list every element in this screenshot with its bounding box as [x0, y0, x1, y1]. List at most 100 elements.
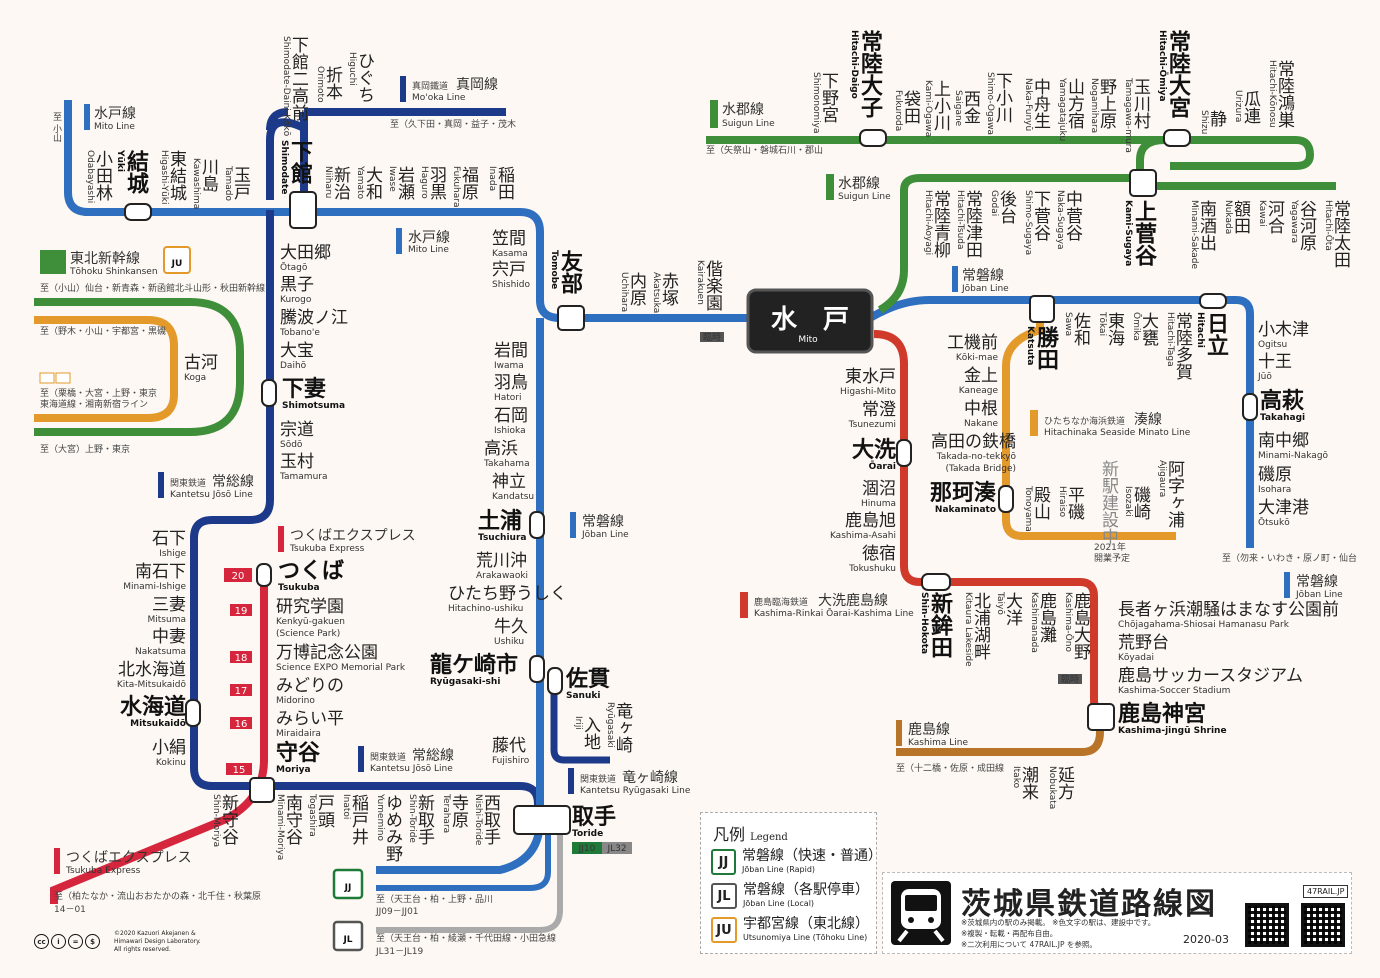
station-marker-moriya: [249, 777, 275, 803]
station-oarai-jp: 大洗: [852, 437, 896, 463]
label-tx-2-en: Tsukuba Express: [65, 866, 141, 876]
station-godai-en: Godai: [989, 190, 999, 216]
station-katsuta-en: Katsuta: [1025, 326, 1035, 366]
station-tonoyama-en: Tonoyama: [1023, 485, 1033, 532]
title-notes: ※茨城県内の駅のみ掲載。 ※色文字の駅は、建設中です。 ※複製・転載・再配布自由…: [961, 918, 1156, 949]
station-shimosugaya-jp: 下菅谷: [1030, 190, 1051, 241]
station-iwama-en: Iwama: [494, 361, 524, 371]
station-ajigaura-jp: 阿字ヶ浦: [1164, 460, 1185, 529]
legend-item-jl: JL 常磐線（各駅停車）Jōban Line (Local): [711, 883, 869, 911]
svg-text:18: 18: [235, 653, 248, 664]
qr-code-icon[interactable]: [1245, 903, 1289, 947]
station-otsuko-en: Ōtsukō: [1258, 517, 1290, 528]
station-kasama-en: Kasama: [492, 249, 528, 259]
station-iwase-en: Iwase: [387, 166, 397, 192]
station-ryugasakishi-jp: 龍ケ崎市: [430, 652, 518, 678]
station-tamagawamura-jp: 玉川村: [1130, 78, 1151, 129]
station-ryugasaki-jp: 竜ヶ崎: [612, 702, 633, 753]
station-noganbara-jp: 野上原: [1096, 78, 1117, 129]
station-marker-hitachidaigo: [859, 129, 887, 147]
station-hitachinoushiku-jp: ひたち野うしく: [448, 584, 567, 604]
legend-badge-jl: JL: [711, 883, 737, 909]
station-inada-en: Inada: [487, 166, 497, 191]
station-hitachiomiya-jp: 常陸大宮: [1165, 29, 1191, 118]
dir-utsunomiya-2b: 東海道線・湘南新宿ライン: [40, 398, 148, 410]
station-tsunezumi-jp: 常澄: [862, 400, 896, 420]
station-kawashima-en: Kawashima: [191, 158, 201, 209]
station-takahama-en: Takahama: [483, 459, 530, 469]
label-joso-en: Kantetsu Jōsō Line: [170, 490, 253, 500]
station-kokinu-en: Kokinu: [156, 758, 186, 768]
station-nobukata-en: Nobukata: [1047, 766, 1057, 809]
mito-line-west: [64, 100, 760, 322]
label-tx-1-en: Tsukuba Express: [289, 544, 365, 554]
dir-mito-west: 至 小山: [51, 112, 62, 142]
station-minamisakade-jp: 南酒出: [1196, 200, 1217, 251]
label-joso: 常総線: [212, 474, 254, 490]
station-sodo-jp: 宗道: [280, 420, 314, 440]
dir-tx: 至（柏たなか・流山おおたかの森・北千住・秋葉原: [54, 890, 261, 902]
station-fujishiro-en: Fujishiro: [492, 756, 530, 766]
new-station-note-1: 2021年: [1094, 541, 1126, 553]
suigun-line-main: [877, 136, 1315, 314]
station-kandatsu-en: Kandatsu: [492, 492, 534, 502]
station-otago-jp: 大田郷: [280, 243, 331, 263]
new-station-note-2: 開業予定: [1094, 552, 1130, 564]
station-hitachikonosu-en: Hitachi-Kōnosu: [1267, 60, 1277, 128]
page-title: 茨城県鉄道路線図: [961, 887, 1217, 922]
station-minamimoriya-jp: 南守谷: [282, 794, 303, 845]
station-marker-sanuki: [547, 667, 563, 695]
label-joban-2: 常磐線: [582, 514, 624, 530]
station-minamisakade-en: Minami-Sakade: [1189, 200, 1199, 270]
station-hitachitsuda-en: Hitachi-Tsuda: [955, 190, 965, 250]
station-hitachidaigo-jp: 常陸大子: [857, 29, 883, 119]
station-tobanoe-en: Tobano'e: [279, 328, 320, 338]
station-hitachiomiya-en: Hitachi-Ōmiya: [1157, 30, 1168, 102]
station-ishige-en: Ishige: [159, 549, 186, 559]
site-badge[interactable]: 47RAIL.JP: [1303, 885, 1349, 898]
legend-ju-jp: 宇都宮線（東北線）: [743, 916, 869, 932]
label-suigun-1-en: Suigun Line: [722, 119, 775, 129]
qr-code-icon[interactable]: [1301, 903, 1345, 947]
label-joban-1-en: Jōban Line: [961, 284, 1009, 294]
label-tohoku-en: Tōhoku Shinkansen: [69, 267, 158, 277]
station-takahagi-jp: 高萩: [1260, 388, 1304, 414]
station-takadanotekkyo-en2: (Takada Bridge): [945, 464, 1016, 474]
station-shintoride-en: Shin-Toride: [407, 794, 417, 843]
station-hiraiso-jp: 平磯: [1064, 486, 1085, 521]
station-isozaki-jp: 磯崎: [1130, 486, 1151, 520]
label-mito-line-west: 水戸線: [94, 106, 136, 122]
station-tsuchiura-en: Tsuchiura: [478, 533, 526, 543]
station-hiraiso-en: Hiraiso: [1057, 486, 1067, 518]
label-joban-1: 常磐線: [962, 268, 1004, 284]
station-shintoride-jp: 新取手: [414, 794, 435, 846]
station-shinmoriya-jp: 新守谷: [218, 794, 239, 845]
station-ogitsu-jp: 小木津: [1258, 320, 1309, 340]
station-terahara-en: Terahara: [441, 793, 451, 833]
station-kamiogawa-jp: 上小川: [930, 80, 951, 131]
station-mitsukaido-en: Mitsukaidō: [130, 719, 186, 729]
station-minaminakago-en: Minami-Nakagō: [1258, 451, 1329, 461]
station-kitaura-en: Kitaura Lakeside: [963, 592, 973, 667]
station-kashimaono-jp: 鹿島大野: [1070, 592, 1091, 660]
station-kurogo-jp: 黒子: [280, 275, 314, 295]
station-hitachi-jp: 日立: [1203, 312, 1229, 356]
badge-jj: JJ: [344, 883, 352, 893]
station-hitachiaoyagi-jp: 常陸青柳: [930, 190, 951, 258]
rinji-soccer: 臨時: [1061, 673, 1079, 685]
station-marker-takahagi: [1242, 393, 1258, 421]
label-suigun-1: 水郡線: [722, 102, 764, 118]
station-marker-shimodate: [289, 191, 317, 229]
station-haguro-jp: 羽黒: [426, 166, 447, 200]
station-kitaura-jp: 北浦湖畔: [970, 592, 991, 660]
svg-text:17: 17: [235, 686, 248, 697]
label-joban-2-en: Jōban Line: [581, 530, 629, 540]
station-shimodate-jp: 下館: [287, 140, 313, 185]
station-shimosugaya-en: Shimo-Sugaya: [1023, 190, 1033, 255]
station-marker-mitsukaido: [185, 699, 201, 727]
station-itako-en: Itako: [1011, 766, 1021, 789]
station-shimoogawa-jp: 下小川: [992, 72, 1013, 123]
dir-tohoku: 至（小山）仙台・新青森・新函館北斗山形・秋田新幹線: [40, 282, 265, 294]
svg-text:15: 15: [233, 765, 246, 776]
label-minato: 湊線: [1134, 411, 1162, 428]
